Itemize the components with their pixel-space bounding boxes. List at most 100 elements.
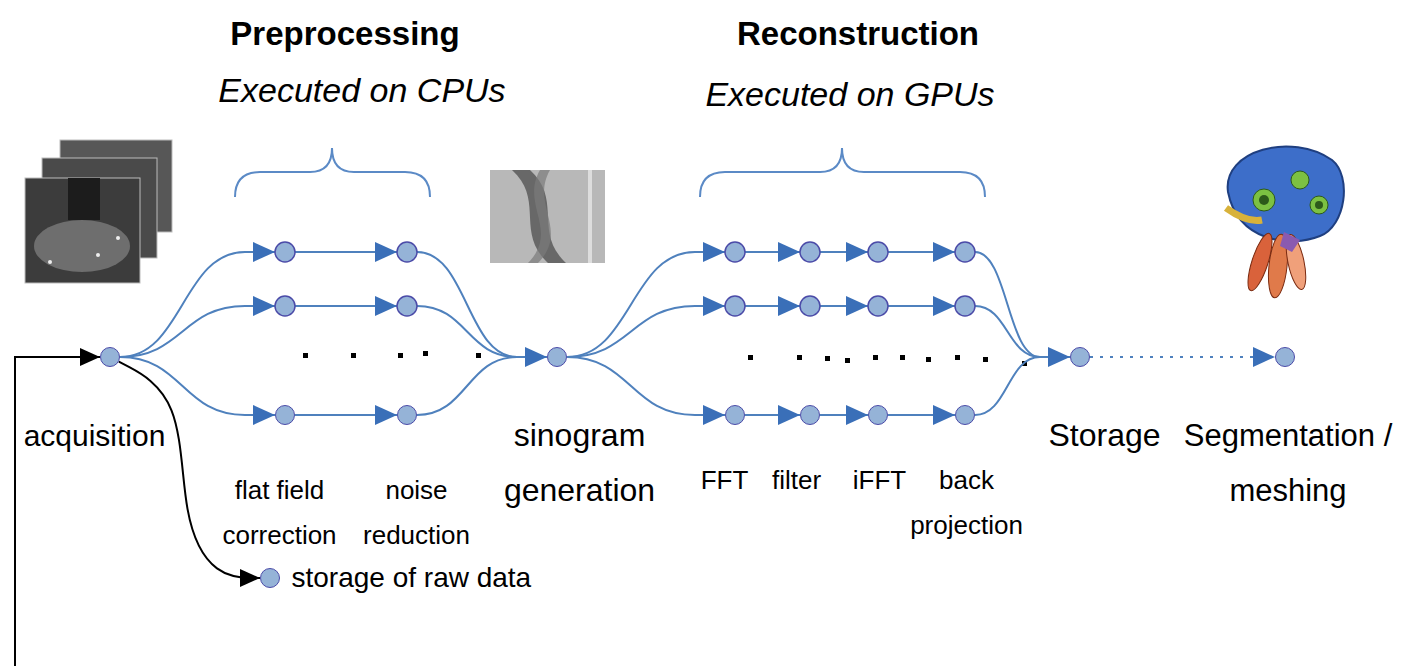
dot	[398, 353, 403, 358]
pipeline-line	[888, 251, 955, 253]
dot	[825, 356, 830, 361]
speck	[96, 253, 100, 257]
dot	[983, 357, 988, 362]
mesh-illustration	[1226, 147, 1344, 299]
mesh-part	[1280, 232, 1300, 252]
sinogram-image	[490, 170, 605, 263]
dot	[873, 355, 878, 360]
pipeline-line	[975, 306, 1070, 357]
node-label: back projection	[899, 458, 1034, 548]
step-circle	[397, 242, 417, 262]
pipeline-line	[120, 306, 275, 357]
pipeline-line	[417, 306, 547, 357]
speck	[116, 236, 120, 240]
node-label: sinogram generation	[490, 408, 670, 518]
pipeline-line	[820, 305, 868, 307]
process-node: Storage	[1070, 347, 1090, 367]
parallel-row-nodes	[275, 242, 975, 316]
process-node: FFT	[725, 405, 745, 425]
sinogram-band	[528, 170, 551, 263]
process-node: flat field correction	[275, 405, 295, 425]
flow-arrow	[745, 414, 800, 416]
sinogram-ground	[490, 170, 605, 263]
specimen	[34, 220, 130, 272]
flow-arrow	[567, 357, 725, 415]
flow-arrow	[295, 414, 397, 416]
node-label: flat field correction	[210, 468, 350, 558]
projection-stack	[25, 140, 172, 283]
step-circle	[800, 296, 820, 316]
pipeline-line	[417, 252, 547, 357]
mesh-body	[1228, 147, 1344, 242]
node-label: storage of raw data	[292, 561, 532, 595]
flow-arrow	[820, 414, 868, 416]
pipeline-line	[888, 305, 955, 307]
dot	[351, 353, 356, 358]
mesh-part	[1291, 171, 1309, 189]
pipeline-line	[295, 305, 397, 307]
pipeline-line	[120, 252, 275, 357]
dot	[748, 355, 753, 360]
process-node: back projection	[955, 405, 975, 425]
pipeline-line	[295, 251, 397, 253]
process-node: Segmentation / meshing	[1275, 347, 1295, 367]
node-label: noise reduction	[354, 468, 479, 558]
pipeline-line	[820, 251, 868, 253]
projection-image	[25, 178, 140, 283]
mesh-part	[1253, 189, 1275, 211]
ellipsis-dots	[303, 351, 1027, 366]
flow-arrow	[975, 357, 1070, 415]
step-circle	[397, 296, 417, 316]
flow-arrow	[888, 414, 955, 416]
step-circle	[955, 296, 975, 316]
step-circle	[955, 242, 975, 262]
step-circle	[800, 242, 820, 262]
stage-brace	[235, 148, 430, 197]
step-circle	[275, 242, 295, 262]
process-node: storage of raw data	[260, 568, 280, 588]
step-circle	[725, 242, 745, 262]
node-label: FFT	[701, 458, 749, 503]
dot	[955, 355, 960, 360]
pipeline-line	[745, 251, 800, 253]
node-label: Segmentation / meshing	[1171, 408, 1406, 518]
pipeline-line	[567, 306, 725, 357]
node-label: Storage	[1048, 408, 1160, 463]
stage-heading: Reconstruction	[737, 14, 979, 54]
mesh-part	[1259, 195, 1269, 205]
flow-arrow	[120, 357, 275, 415]
dot	[797, 355, 802, 360]
flow-arrow	[417, 357, 547, 415]
process-node: sinogram generation	[547, 347, 567, 367]
speck	[48, 260, 52, 264]
dot	[423, 351, 428, 356]
node-label: iFFT	[853, 458, 906, 503]
sinogram-band	[512, 170, 566, 263]
mesh-part	[1310, 196, 1328, 214]
dot	[926, 357, 931, 362]
mesh-part	[1315, 201, 1323, 209]
node-label: acquisition	[24, 413, 166, 458]
dot	[303, 353, 308, 358]
stage-subtitle: Executed on GPUs	[705, 74, 994, 115]
dot	[476, 353, 481, 358]
pipeline-line	[567, 252, 725, 357]
stage-brace	[700, 148, 985, 197]
step-circle	[868, 242, 888, 262]
connector-layer	[119, 357, 1275, 578]
sinogram-line	[588, 170, 592, 263]
step-circle	[275, 296, 295, 316]
process-node: iFFT	[868, 405, 888, 425]
pipeline-line	[975, 252, 1070, 357]
parallel-rows	[120, 252, 1070, 357]
stage-heading: Preprocessing	[230, 14, 459, 54]
feedback-line	[15, 357, 100, 666]
process-node: noise reduction	[397, 405, 417, 425]
dot	[900, 355, 905, 360]
sample-holder	[68, 178, 100, 220]
pipeline-line	[745, 305, 800, 307]
node-label: filter	[772, 458, 821, 503]
mesh-band	[1226, 208, 1262, 221]
